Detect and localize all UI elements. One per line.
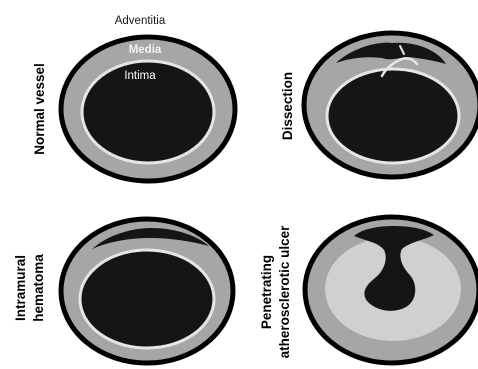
- panel-intramural-hematoma: Intramural hematoma: [13, 219, 233, 363]
- label-intramural: Intramural: [13, 255, 28, 321]
- label-penetrating: Penetrating: [259, 255, 274, 329]
- label-adventitia: Adventitia: [115, 15, 166, 27]
- panel-dissection: Dissection: [280, 33, 478, 177]
- dissection-true-lumen: [327, 69, 459, 163]
- label-dissection: Dissection: [280, 72, 295, 140]
- label-media: Media: [129, 44, 162, 56]
- label-normal-vessel: Normal vessel: [32, 63, 47, 155]
- panel-penetrating-ulcer: Penetrating atherosclerotic ulcer: [259, 217, 478, 363]
- hematoma-intima: [80, 250, 214, 348]
- panel-normal-vessel: Adventitia Media Intima Normal vessel: [32, 15, 235, 181]
- label-hematoma: hematoma: [31, 254, 46, 322]
- label-intima: Intima: [124, 70, 156, 82]
- label-atherosclerotic-ulcer: atherosclerotic ulcer: [277, 225, 292, 359]
